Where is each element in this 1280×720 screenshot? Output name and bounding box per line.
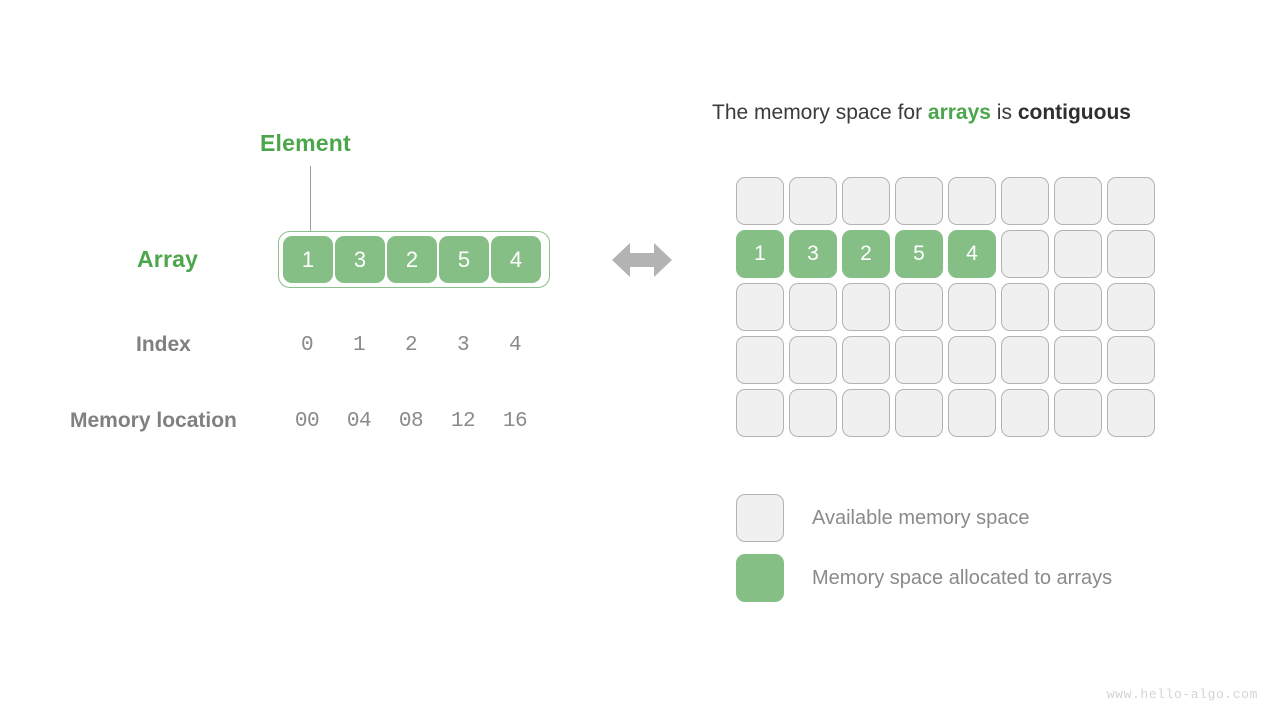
memory-cell-free <box>842 336 890 384</box>
memory-cell-allocated: 1 <box>736 230 784 278</box>
memory-cell-free <box>895 336 943 384</box>
memory-cell-free <box>895 283 943 331</box>
memory-cell-free <box>895 389 943 437</box>
array-cell: 1 <box>283 236 333 283</box>
double-arrow-horizontal-icon <box>612 243 672 277</box>
memory-title-part1: The memory space for <box>712 101 928 124</box>
memory-cell-free <box>1001 230 1049 278</box>
memory-cell-free <box>789 283 837 331</box>
index-row-label: Index <box>136 333 191 356</box>
memory-cell-free <box>1001 177 1049 225</box>
memory-cell-free <box>842 177 890 225</box>
legend-row-allocated: Memory space allocated to arrays <box>736 554 1112 602</box>
memory-location-value: 16 <box>502 410 528 433</box>
legend-swatch-allocated <box>736 554 784 602</box>
index-value-row: 0 1 2 3 4 <box>278 334 550 357</box>
array-row-label: Array <box>137 246 199 272</box>
memory-cell-free <box>895 177 943 225</box>
memory-cell-free <box>1054 283 1102 331</box>
memory-cell-free <box>948 177 996 225</box>
memory-cell-free <box>789 336 837 384</box>
memory-cell-allocated: 4 <box>948 230 996 278</box>
memory-cell-free <box>736 389 784 437</box>
legend-swatch-available <box>736 494 784 542</box>
index-value: 3 <box>456 334 470 357</box>
array-cell: 5 <box>439 236 489 283</box>
index-value: 0 <box>300 334 314 357</box>
legend: Available memory space Memory space allo… <box>736 494 1112 614</box>
legend-label-available: Available memory space <box>812 506 1030 529</box>
memory-cell-free <box>1054 389 1102 437</box>
memory-cell-free <box>736 177 784 225</box>
element-label: Element <box>260 130 351 156</box>
memory-cell-free <box>842 389 890 437</box>
memory-cell-allocated: 3 <box>789 230 837 278</box>
memory-location-value: 00 <box>294 410 320 433</box>
index-value: 1 <box>352 334 366 357</box>
memory-cell-free <box>1107 283 1155 331</box>
memory-cell-allocated: 5 <box>895 230 943 278</box>
memory-title-contiguous-emphasis: contiguous <box>1017 101 1131 124</box>
array-container: 1 3 2 5 4 <box>278 231 550 288</box>
memory-cell-free <box>736 283 784 331</box>
memory-location-row-label: Memory location <box>70 409 237 432</box>
array-cell: 3 <box>335 236 385 283</box>
memory-cell-free <box>842 283 890 331</box>
memory-cell-free <box>948 283 996 331</box>
memory-cell-free <box>1107 336 1155 384</box>
memory-cell-free <box>1054 230 1102 278</box>
watermark: www.hello-algo.com <box>1106 687 1258 702</box>
memory-cell-free <box>1001 336 1049 384</box>
memory-cell-free <box>1107 230 1155 278</box>
memory-location-value-row: 00 04 08 12 16 <box>278 410 550 433</box>
legend-label-allocated: Memory space allocated to arrays <box>812 566 1113 589</box>
array-cell: 2 <box>387 236 437 283</box>
memory-cell-free <box>1107 177 1155 225</box>
memory-title-arrays-emphasis: arrays <box>927 101 991 124</box>
memory-layout-panel: The memory space for arrays is contiguou… <box>700 0 1280 720</box>
memory-cell-allocated: 2 <box>842 230 890 278</box>
memory-cell-free <box>736 336 784 384</box>
index-value: 4 <box>508 334 522 357</box>
memory-cell-free <box>789 389 837 437</box>
memory-cell-free <box>948 336 996 384</box>
memory-cell-free <box>948 389 996 437</box>
memory-title: The memory space for arrays is contiguou… <box>712 101 1131 125</box>
memory-cell-free <box>1054 177 1102 225</box>
memory-location-value: 12 <box>450 410 476 433</box>
legend-row-available: Available memory space <box>736 494 1112 542</box>
memory-cell-free <box>1107 389 1155 437</box>
memory-location-value: 04 <box>346 410 372 433</box>
memory-cell-free <box>1054 336 1102 384</box>
array-cell: 4 <box>491 236 541 283</box>
element-connector-line <box>310 166 311 236</box>
index-value: 2 <box>404 334 418 357</box>
memory-location-value: 08 <box>398 410 424 433</box>
memory-cell-free <box>789 177 837 225</box>
array-illustration-panel: Element Array 1 3 2 5 4 Index 0 1 2 3 4 … <box>70 130 672 433</box>
memory-cell-free <box>1001 389 1049 437</box>
memory-cell-free <box>1001 283 1049 331</box>
memory-title-part2: is <box>990 101 1018 124</box>
